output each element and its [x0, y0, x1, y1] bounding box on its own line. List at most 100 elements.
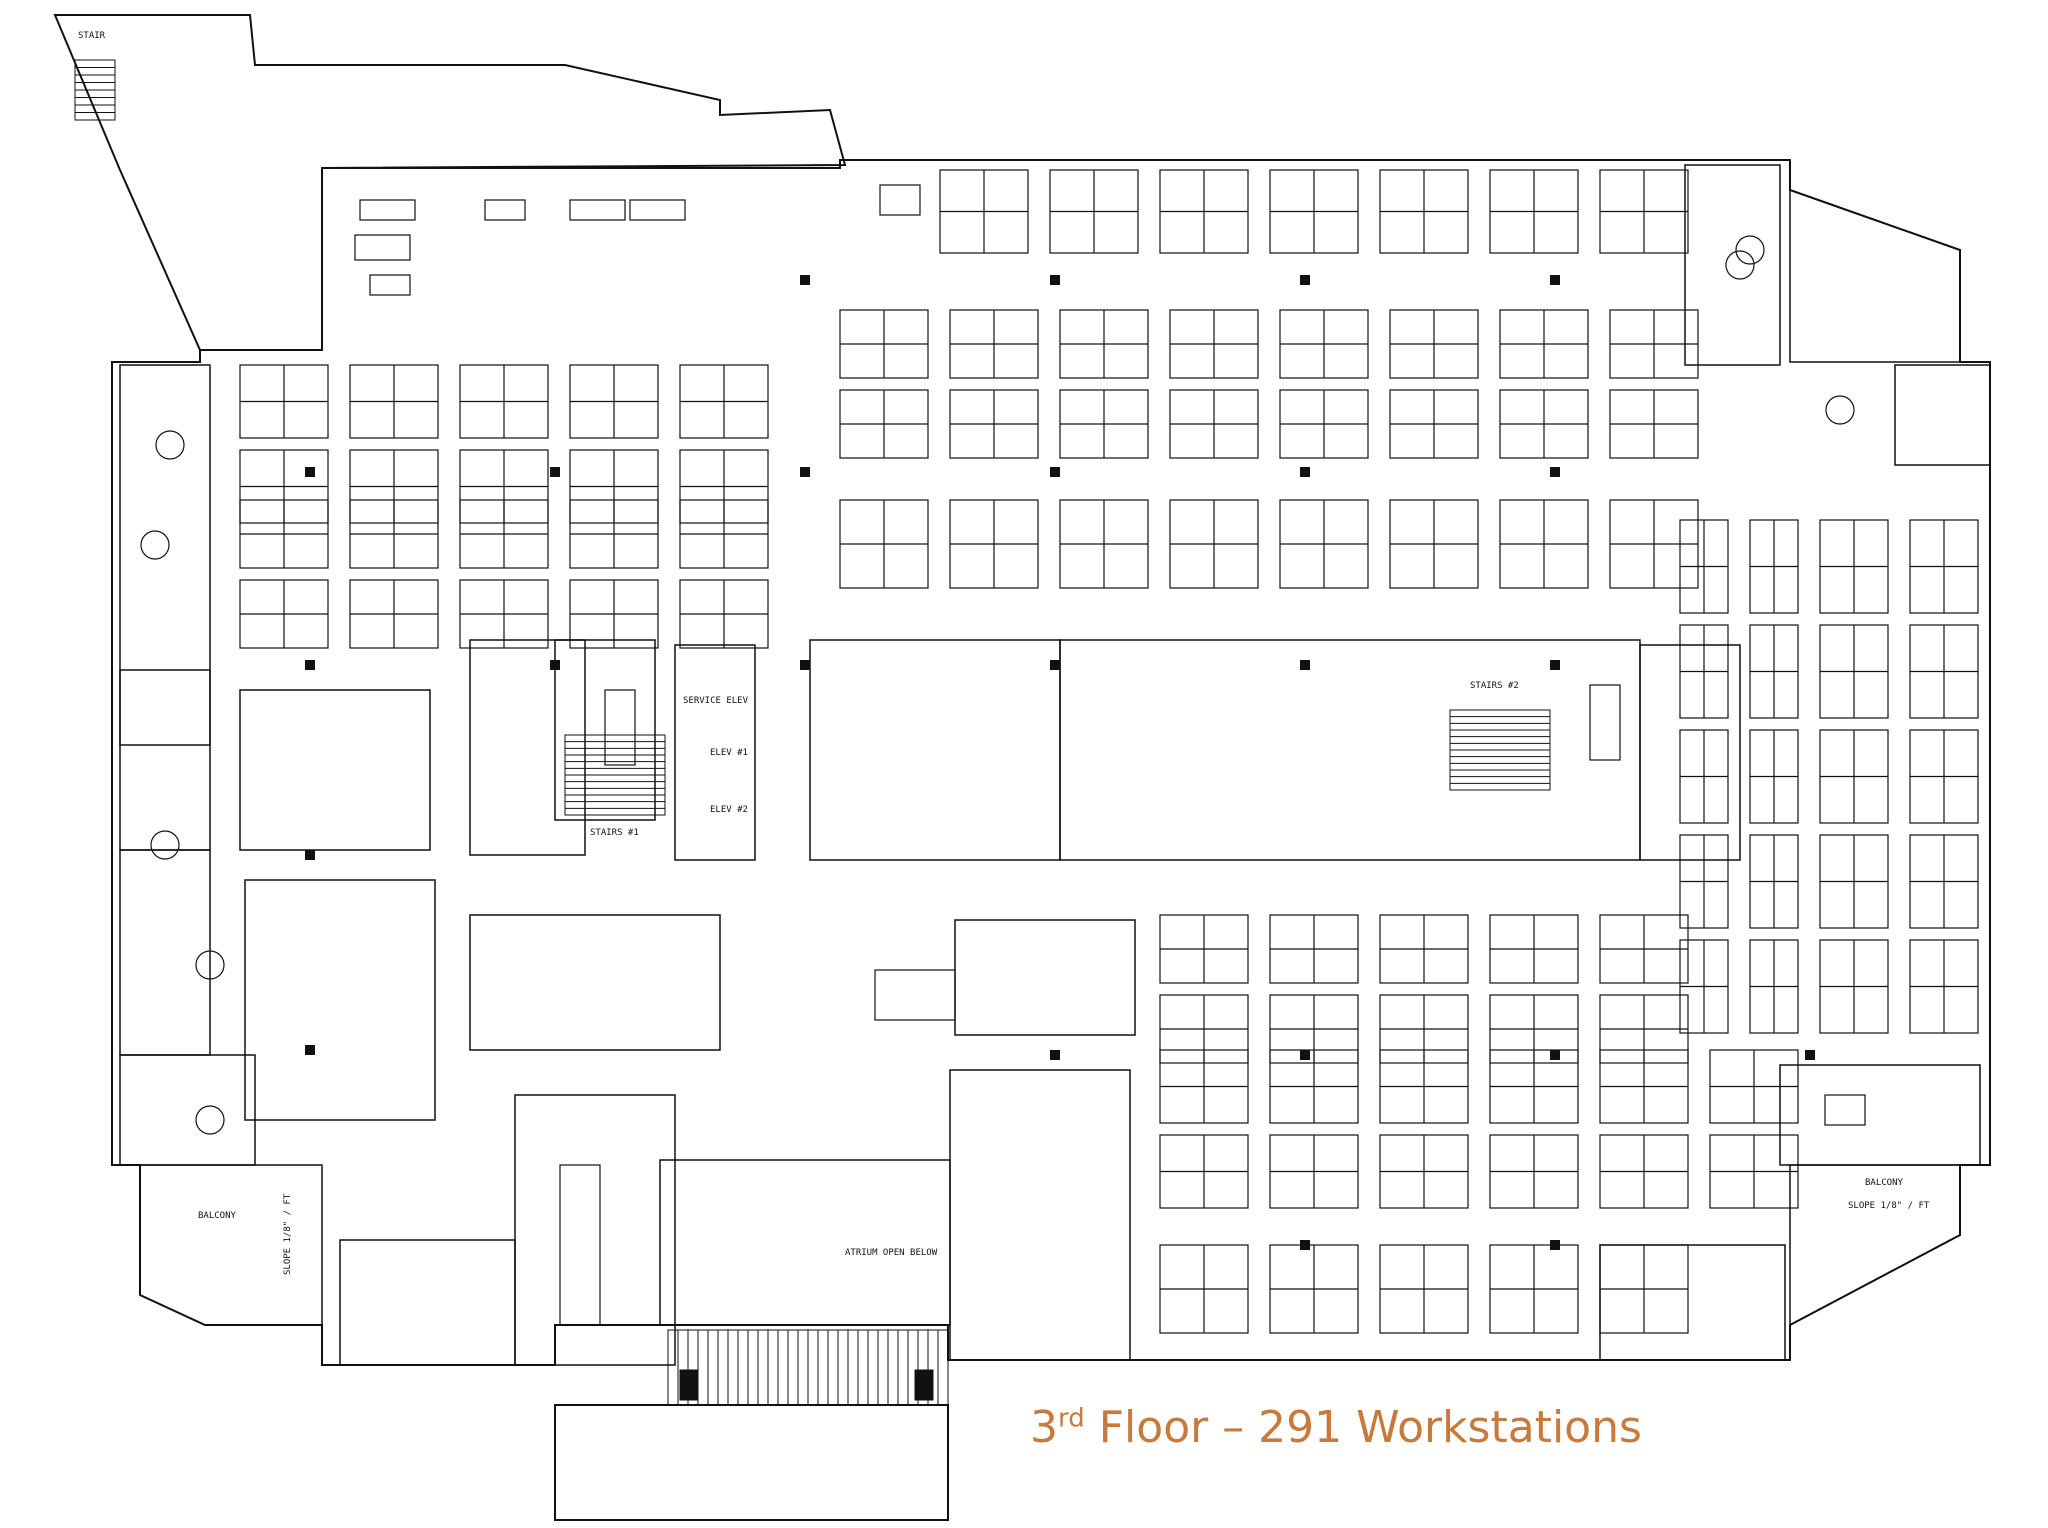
room-wall — [239, 689, 431, 851]
room-wall — [954, 919, 1136, 1036]
caption-ordinal: rd — [1058, 1403, 1085, 1434]
column — [1050, 467, 1060, 477]
stairs-2-treads — [1449, 709, 1551, 791]
column — [1550, 660, 1560, 670]
column — [550, 467, 560, 477]
stairs-1-treads — [564, 734, 666, 816]
round-table — [150, 830, 180, 860]
room-wall — [469, 639, 586, 856]
meeting-tables — [140, 184, 1866, 1326]
stair-wing — [53, 14, 847, 351]
label-balcony-left: BALCONY — [198, 1211, 237, 1221]
room-wall — [1684, 164, 1781, 366]
meeting-table — [874, 969, 956, 1021]
room-wall — [1639, 644, 1741, 861]
column — [305, 1045, 315, 1055]
round-table — [1825, 395, 1855, 425]
room-wall — [949, 1069, 1131, 1361]
column — [1550, 1050, 1560, 1060]
column — [1050, 1050, 1060, 1060]
label-service-elev: SERVICE ELEV — [683, 696, 749, 706]
building-outline — [111, 159, 1991, 1366]
round-table — [1725, 250, 1755, 280]
railing-post — [914, 1369, 934, 1401]
meeting-table — [569, 199, 626, 221]
label-stair-top: STAIR — [78, 31, 106, 41]
column — [1050, 660, 1060, 670]
meeting-table — [879, 184, 921, 216]
floor-caption: 3rd Floor – 291 Workstations — [1030, 1402, 1642, 1453]
column — [1300, 1240, 1310, 1250]
column — [1805, 1050, 1815, 1060]
workstation-clusters — [239, 169, 1979, 1334]
round-table — [195, 950, 225, 980]
room-wall — [244, 879, 436, 1121]
column — [1300, 660, 1310, 670]
atrium-railing — [667, 1329, 949, 1406]
column — [1300, 275, 1310, 285]
round-table — [155, 430, 185, 460]
meeting-table — [484, 199, 526, 221]
column — [1550, 467, 1560, 477]
stair-tread-outline — [1449, 709, 1551, 791]
balcony-right-outline — [1789, 1164, 1961, 1327]
room-wall — [1059, 639, 1641, 861]
label-stairs-2: STAIRS #2 — [1470, 681, 1519, 691]
room-wall — [1599, 1244, 1786, 1361]
meeting-table — [369, 274, 411, 296]
balcony-left-outline — [139, 1164, 323, 1326]
room-wall — [809, 639, 1061, 861]
room-wall — [119, 849, 211, 1056]
column — [550, 660, 560, 670]
column — [1550, 275, 1560, 285]
column — [1300, 467, 1310, 477]
room-wall — [1779, 1064, 1981, 1166]
round-table — [140, 530, 170, 560]
room-wall — [554, 639, 656, 821]
atrium-extension — [554, 1404, 949, 1521]
room-wall — [119, 669, 211, 851]
column — [1300, 1050, 1310, 1060]
meeting-table — [1589, 684, 1621, 761]
label-slope-right: SLOPE 1/8" / FT — [1848, 1201, 1930, 1211]
column — [305, 850, 315, 860]
room-wall — [674, 644, 756, 861]
column — [800, 275, 810, 285]
round-table — [195, 1105, 225, 1135]
meeting-table — [629, 199, 686, 221]
column — [800, 660, 810, 670]
stair-tread-outline — [74, 59, 116, 121]
label-elev-2: ELEV #2 — [710, 805, 748, 815]
room-wall — [514, 1094, 676, 1366]
column — [1050, 275, 1060, 285]
room-wall — [1894, 364, 1991, 466]
structural-columns — [305, 275, 1815, 1250]
label-slope-left: SLOPE 1/8" / FT — [283, 1193, 293, 1275]
railing-post — [679, 1369, 699, 1401]
column — [1550, 1240, 1560, 1250]
room-wall — [119, 1054, 256, 1166]
label-elev-1: ELEV #1 — [710, 748, 748, 758]
room-wall — [339, 1239, 516, 1366]
meeting-table — [359, 199, 416, 221]
column — [305, 467, 315, 477]
round-table — [1735, 235, 1765, 265]
room-wall — [469, 914, 721, 1051]
caption-text: Floor – 291 Workstations — [1084, 1402, 1642, 1453]
meeting-table — [354, 234, 411, 261]
right-glazed-corner — [1789, 188, 1961, 363]
column — [800, 467, 810, 477]
meeting-table — [1824, 1094, 1866, 1126]
label-atrium: ATRIUM OPEN BELOW — [845, 1248, 938, 1258]
stair-tread-outline — [564, 734, 666, 816]
label-balcony-right: BALCONY — [1865, 1178, 1904, 1188]
room-wall — [659, 1159, 951, 1326]
label-stairs-1: STAIRS #1 — [590, 828, 639, 838]
top-stair-treads — [74, 59, 116, 121]
caption-floor-number: 3 — [1030, 1402, 1058, 1453]
meeting-table — [559, 1164, 601, 1326]
column — [305, 660, 315, 670]
room-wall — [119, 364, 211, 746]
meeting-table — [604, 689, 636, 766]
